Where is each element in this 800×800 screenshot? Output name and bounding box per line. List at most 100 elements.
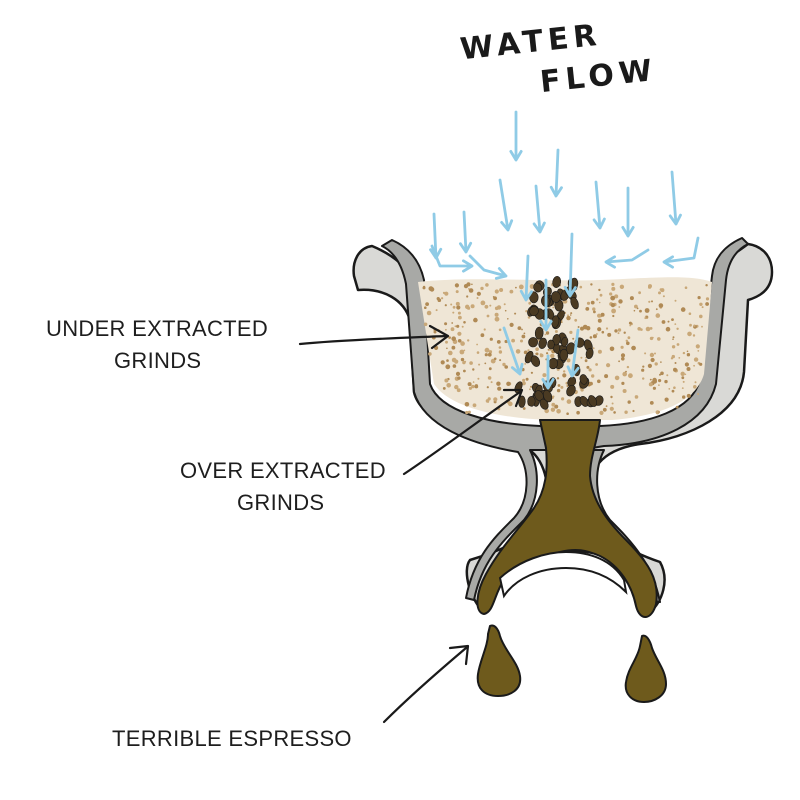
speckle — [693, 385, 697, 389]
speckle — [601, 330, 605, 334]
speckle — [452, 311, 455, 314]
speckle — [624, 410, 628, 414]
speckle — [566, 399, 572, 404]
speckle — [441, 297, 444, 300]
speckle — [618, 306, 621, 308]
speckle — [546, 352, 549, 355]
speckle — [681, 387, 684, 389]
speckle — [623, 331, 626, 334]
speckle — [523, 332, 526, 335]
speckle — [436, 297, 440, 301]
speckle — [470, 304, 475, 309]
speckle — [614, 329, 618, 333]
speckle — [585, 307, 590, 311]
speckle — [672, 336, 675, 339]
speckle — [455, 290, 459, 294]
water-arrow — [509, 110, 523, 162]
speckle — [588, 368, 592, 372]
speckle — [504, 339, 508, 344]
speckle — [480, 333, 485, 338]
dark-grind — [588, 395, 598, 407]
speckle — [660, 371, 664, 376]
speckle — [676, 327, 679, 330]
speckle — [476, 297, 479, 299]
speckle — [500, 395, 504, 399]
speckle — [476, 291, 481, 296]
speckle — [454, 325, 457, 328]
speckle — [499, 288, 504, 292]
speckle — [621, 357, 625, 361]
speckle — [448, 336, 451, 339]
dark-grind — [552, 276, 562, 288]
speckle — [652, 386, 657, 390]
water-arrow — [621, 186, 635, 238]
water-arrow — [498, 178, 514, 232]
speckle — [645, 326, 651, 332]
speckle — [476, 351, 480, 354]
speckle — [424, 306, 427, 310]
dark-grind — [529, 291, 539, 304]
speckle — [705, 297, 710, 301]
water-arrow — [566, 328, 580, 378]
speckle — [467, 339, 470, 342]
dark-grind — [530, 355, 541, 367]
water-arrow — [502, 326, 524, 376]
speckle — [695, 344, 700, 349]
water-arrow — [541, 354, 555, 390]
speckle — [673, 367, 677, 372]
speckle — [574, 318, 578, 322]
dark-grind — [543, 389, 553, 403]
water-arrow-curved — [604, 248, 650, 269]
speckle — [591, 374, 595, 378]
speckle — [665, 326, 671, 332]
speckle — [673, 386, 676, 390]
speckle — [605, 327, 609, 330]
speckle — [522, 378, 526, 382]
speckle — [658, 384, 660, 386]
speckle — [631, 345, 636, 351]
speckle — [471, 283, 473, 286]
speckle — [674, 299, 677, 302]
speckle — [598, 288, 601, 292]
speckle — [459, 349, 465, 355]
speckle — [467, 410, 471, 414]
water-arrow — [532, 184, 546, 234]
speckle — [422, 286, 426, 290]
speckle — [460, 341, 465, 346]
speckle — [637, 327, 641, 331]
speckle — [496, 340, 501, 344]
speckle — [600, 312, 605, 317]
speckle — [629, 296, 634, 301]
espresso-drop-right — [624, 634, 668, 704]
speckle — [618, 360, 620, 363]
speckle — [597, 327, 602, 332]
speckle — [596, 298, 599, 301]
speckle — [699, 362, 703, 366]
speckle — [686, 367, 691, 371]
speckle — [457, 311, 461, 315]
water-arrow — [539, 278, 553, 332]
speckle — [590, 283, 593, 286]
speckle — [660, 288, 665, 293]
speckle — [448, 350, 453, 356]
dark-grind — [538, 337, 547, 349]
speckle — [644, 317, 647, 320]
speckle — [525, 310, 528, 313]
speckle — [599, 293, 603, 297]
dark-grind — [529, 306, 539, 317]
espresso-stream — [476, 419, 658, 618]
speckle — [622, 371, 627, 377]
speckle — [658, 379, 662, 383]
speckle — [494, 312, 499, 317]
speckle — [596, 333, 598, 335]
speckle — [515, 286, 517, 289]
speckle — [680, 371, 685, 376]
dark-grind — [547, 339, 555, 350]
speckle — [429, 287, 435, 292]
speckle — [699, 314, 703, 319]
speckle — [694, 381, 697, 384]
speckle — [614, 294, 619, 299]
speckle — [471, 384, 475, 389]
speckle — [554, 404, 559, 409]
water-arrow — [519, 254, 533, 302]
